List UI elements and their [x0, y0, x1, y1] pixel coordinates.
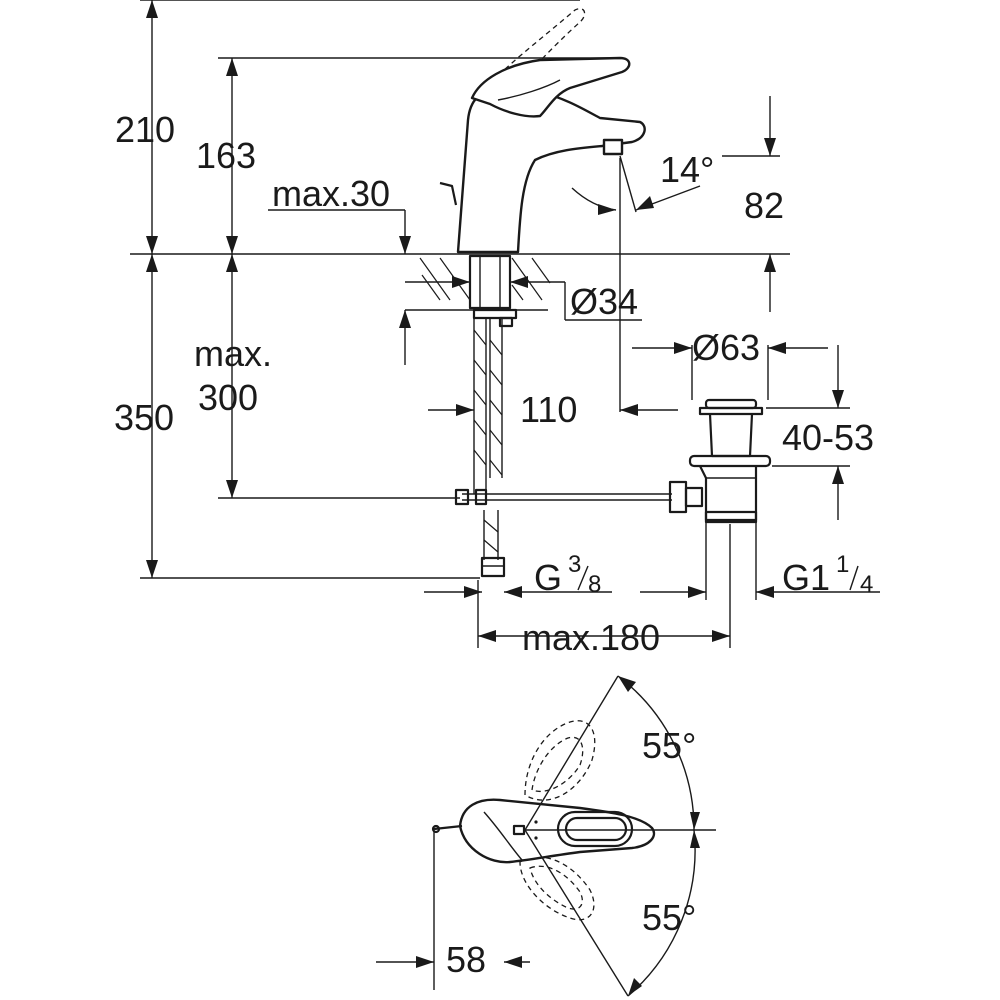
label-40-53: 40-53 [782, 417, 874, 458]
label-diameter-34: Ø34 [570, 281, 638, 322]
popup-linkage [454, 480, 704, 514]
label-max: max. [194, 333, 272, 374]
mounting-shank [468, 254, 512, 310]
lever-detail [497, 79, 561, 101]
dimension-labels: 210 163 max.30 14° 82 Ø34 Ø63 max. 300 3… [114, 109, 874, 980]
label-max-30: max.30 [272, 173, 390, 214]
ghost-lever-raised [478, 8, 586, 101]
side-elevation-view [130, 0, 880, 648]
label-55-degree-top: 55° [642, 725, 696, 766]
ghost-lever-right-rotation [519, 856, 595, 921]
lever-handle [470, 56, 631, 118]
label-g1-waste-denominator: 4 [860, 571, 873, 598]
supply-nut [480, 556, 506, 578]
label-g-supply-numerator: 3 [568, 551, 581, 578]
label-diameter-63: Ø63 [692, 327, 760, 368]
lever-grip-outer [556, 810, 634, 848]
aerator [602, 138, 624, 156]
label-58: 58 [446, 939, 486, 980]
ghost-lever-left-rotation [524, 720, 596, 801]
label-g-supply: G [534, 557, 562, 598]
label-300: 300 [198, 377, 258, 418]
deck-hatching [405, 257, 551, 311]
waste-valve [688, 398, 772, 600]
flexible-hoses [473, 318, 506, 578]
label-g1-waste: G1 [782, 557, 830, 598]
label-g-supply-denominator: 8 [588, 571, 601, 598]
label-210: 210 [115, 109, 175, 150]
popup-rod-handle [439, 181, 458, 206]
angle-arc-top [617, 675, 695, 831]
label-82: 82 [744, 185, 784, 226]
lever-grip-inner [564, 816, 628, 842]
label-163: 163 [196, 135, 256, 176]
label-55-degree-bottom: 55° [642, 897, 696, 938]
label-14-degree: 14° [660, 149, 714, 190]
label-110: 110 [520, 389, 577, 430]
faucet-body [456, 86, 646, 254]
label-g1-waste-numerator: 1 [836, 551, 849, 578]
body-seam [483, 811, 523, 861]
indicator-mark [512, 824, 526, 836]
label-350: 350 [114, 397, 174, 438]
top-view [376, 675, 716, 997]
angle-arc-bottom [627, 829, 696, 997]
label-max-180: max.180 [522, 617, 660, 658]
